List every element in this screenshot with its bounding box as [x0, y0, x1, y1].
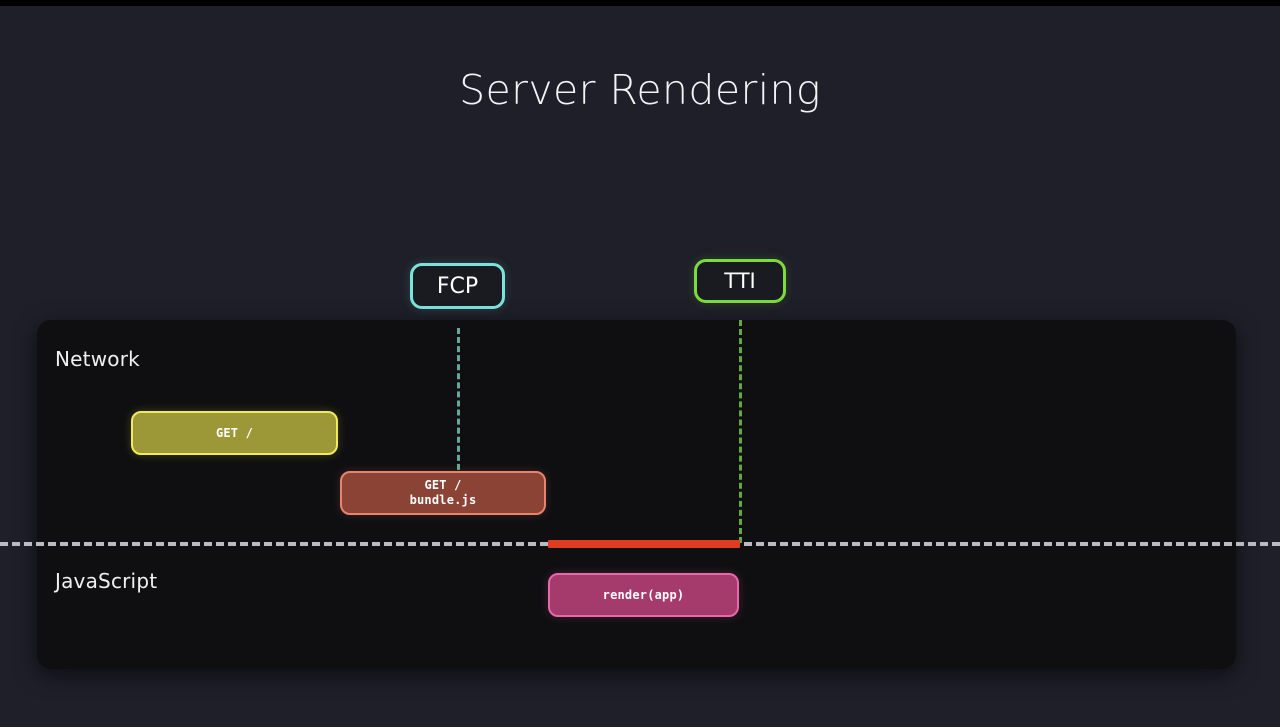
blocked-main-thread-bar	[548, 540, 740, 548]
guide-line-tti	[739, 320, 742, 543]
lane-label-javascript: JavaScript	[55, 569, 158, 593]
timeline-panel: Network JavaScript GET / GET / bundle.js…	[0, 320, 1280, 669]
metric-badge-fcp[interactable]: FCP	[410, 263, 505, 309]
timeline-bar-get-bundle[interactable]: GET / bundle.js	[340, 471, 546, 515]
guide-line-fcp	[457, 328, 460, 488]
page-title: Server Rendering	[459, 66, 821, 114]
timeline-bar-get-bundle-label-line1: GET /	[424, 478, 462, 492]
timeline-bar-render-app-label: render(app)	[602, 587, 685, 602]
timeline-bar-render-app[interactable]: render(app)	[548, 573, 739, 617]
metric-badge-fcp-label: FCP	[436, 273, 479, 299]
lane-label-network: Network	[55, 347, 140, 371]
metric-badge-tti[interactable]: TTI	[694, 259, 786, 303]
timeline-bar-get-root[interactable]: GET /	[131, 411, 338, 455]
timeline-bar-get-root-label: GET /	[215, 425, 254, 440]
timeline-bar-get-bundle-label-line2: bundle.js	[409, 493, 477, 507]
letterbox-bar	[0, 0, 1280, 6]
metric-badge-tti-label: TTI	[724, 269, 756, 293]
